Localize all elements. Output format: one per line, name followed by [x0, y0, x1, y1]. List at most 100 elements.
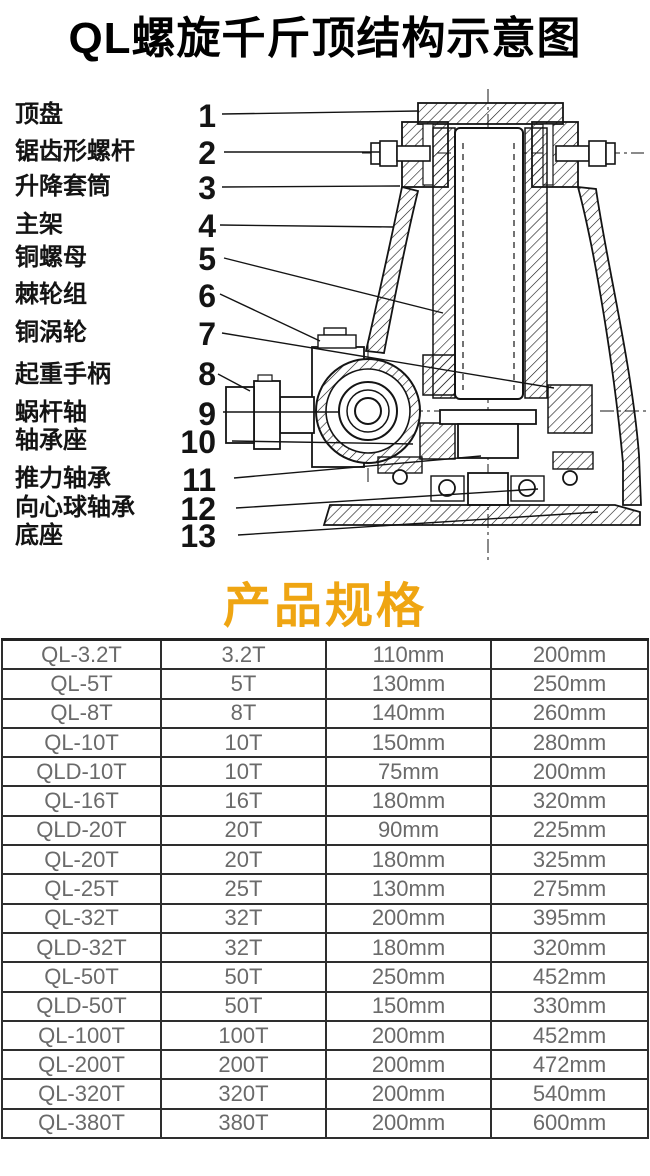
spec-cell: 200T [160, 1049, 327, 1081]
lifting-sleeve [432, 127, 548, 399]
main-frame [364, 185, 642, 506]
spec-cell: 320mm [490, 785, 649, 817]
part-num-3: 3 [198, 170, 216, 206]
section-heading: 产品规格 [222, 580, 427, 633]
spec-cell: QL-25T [1, 873, 162, 905]
leader-lines [217, 110, 599, 536]
spec-cell: 452mm [490, 961, 649, 993]
bearings [377, 451, 594, 506]
spec-cell: QL-380T [1, 1107, 162, 1140]
part-label-3: 升降套筒 [15, 173, 111, 200]
spec-cell: QLD-10T [1, 756, 162, 788]
spec-cell: 10T [160, 726, 327, 759]
page-title: QL螺旋千斤顶结构示意图 [68, 14, 582, 63]
spec-cell: 130mm [325, 668, 492, 700]
spec-cell: 320mm [490, 931, 649, 964]
spec-cell: 395mm [490, 902, 649, 934]
part-label-9: 蜗杆轴 [15, 399, 87, 426]
spec-cell: 10T [160, 756, 327, 788]
spec-cell: 90mm [325, 814, 492, 847]
spec-cell: 20T [160, 814, 327, 847]
spec-cell: 200mm [325, 1107, 492, 1140]
radial-ball-left [438, 479, 456, 497]
spec-cell: QL-5T [1, 668, 162, 700]
spec-cell: QL-320T [1, 1078, 162, 1110]
spec-cell: 200mm [325, 1019, 492, 1052]
spec-cell: 150mm [325, 726, 492, 759]
spec-cell: 25T [160, 873, 327, 905]
thrust-ball-right [562, 470, 578, 486]
spec-cell: 140mm [325, 697, 492, 729]
spec-cell: 110mm [325, 638, 492, 671]
part-label-6: 棘轮组 [15, 281, 87, 308]
spec-cell: 200mm [490, 638, 649, 671]
spec-cell: 380T [160, 1107, 327, 1140]
part-num-8: 8 [198, 356, 216, 392]
spec-cell: 280mm [490, 726, 649, 759]
spec-cell: 472mm [490, 1049, 649, 1081]
spec-cell: 200mm [490, 756, 649, 788]
part-num-2: 2 [198, 135, 216, 171]
spec-cell: QLD-20T [1, 814, 162, 847]
part-num-5: 5 [198, 241, 216, 277]
spec-cell: 200mm [325, 1078, 492, 1110]
spec-cell: 600mm [490, 1107, 649, 1140]
spec-cell: 100T [160, 1019, 327, 1052]
spec-cell: 540mm [490, 1078, 649, 1110]
part-num-12: 12 [180, 491, 216, 527]
spec-cell: QLD-50T [1, 990, 162, 1022]
part-label-10: 轴承座 [15, 427, 87, 454]
part-num-10: 10 [180, 424, 216, 460]
spec-cell: 50T [160, 961, 327, 993]
base-plate [322, 504, 641, 526]
spec-cell: 20T [160, 844, 327, 876]
part-num-6: 6 [198, 278, 216, 314]
part-num-4: 4 [198, 208, 216, 244]
part-label-8: 起重手柄 [15, 361, 111, 388]
spec-cell: QL-50T [1, 961, 162, 993]
spec-cell: 180mm [325, 931, 492, 964]
spec-cell: 452mm [490, 1019, 649, 1052]
part-num-7: 7 [198, 316, 216, 352]
radial-ball-right [518, 479, 536, 497]
spec-cell: 16T [160, 785, 327, 817]
spec-cell: QL-10T [1, 726, 162, 759]
spec-cell: QLD-32T [1, 931, 162, 964]
spec-cell: 250mm [325, 961, 492, 993]
jack-section-diagram [217, 89, 646, 561]
spec-cell: 50T [160, 990, 327, 1022]
spec-cell: 3.2T [160, 638, 327, 671]
part-label-5: 铜螺母 [15, 244, 87, 271]
ratchet-box [317, 334, 357, 349]
spec-cell: 32T [160, 902, 327, 934]
spec-cell: QL-3.2T [1, 638, 162, 671]
spec-cell: 5T [160, 668, 327, 700]
spec-cell: QL-100T [1, 1019, 162, 1052]
part-label-12: 向心球轴承 [15, 494, 135, 521]
spec-cell: 250mm [490, 668, 649, 700]
part-num-9: 9 [198, 396, 216, 432]
part-label-13: 底座 [15, 522, 63, 549]
spec-cell: QL-32T [1, 902, 162, 934]
spec-cell: 200mm [325, 1049, 492, 1081]
spec-cell: 8T [160, 697, 327, 729]
spec-cell: 32T [160, 931, 327, 964]
spec-cell: 75mm [325, 756, 492, 788]
spec-cell: 225mm [490, 814, 649, 847]
spec-cell: 320T [160, 1078, 327, 1110]
